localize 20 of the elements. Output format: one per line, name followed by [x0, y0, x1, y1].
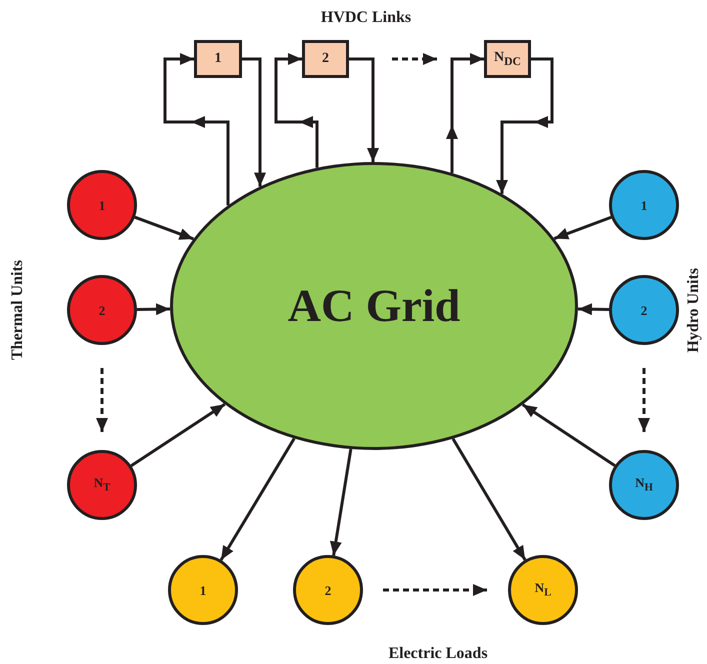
group-title: HVDC Links — [320, 10, 412, 26]
node-label: 1 — [640, 198, 648, 212]
node-label: 2 — [640, 304, 648, 316]
node-label: 1 — [200, 584, 206, 596]
node-label: N$_{DC}$ — [494, 50, 521, 68]
converter-box — [194, 40, 242, 78]
group-title: Thermal Units — [10, 260, 26, 360]
node-label: 2 — [324, 584, 332, 596]
node-label: 1 — [98, 198, 106, 212]
node-label: 1 — [214, 52, 222, 66]
node-label: 2 — [322, 52, 329, 66]
node-label: N$_{H}$ — [635, 476, 653, 494]
group-title: Hydro Units — [686, 268, 702, 352]
converter-box — [302, 40, 349, 78]
node-label: N$_{T}$ — [94, 476, 110, 494]
grid-label: AC Grid — [288, 283, 460, 329]
group-title: Electric Loads — [388, 646, 488, 662]
converter-box — [484, 40, 531, 78]
node-label: N$_{L}$ — [534, 581, 552, 599]
node-label: 2 — [98, 304, 106, 316]
